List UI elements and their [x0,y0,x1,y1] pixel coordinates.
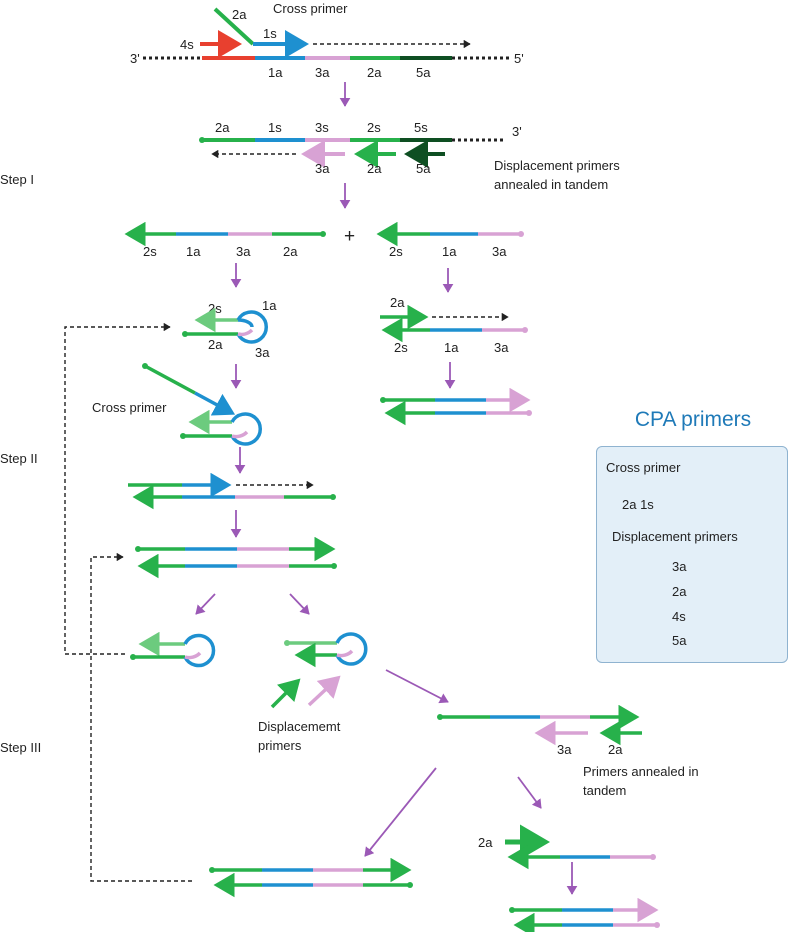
flow-arrow [385,669,449,704]
label-displacement-tandem-1: Displacement primers [494,158,620,173]
label-2a: 2a [283,244,298,259]
step3-duplex: 3a 2a Primers annealed in tandem [437,704,699,798]
stem-loop-3 [284,632,368,668]
step1-label: Step I [0,172,34,187]
flow-arrow [517,776,542,809]
label-2s: 2s [394,340,408,355]
label-1a: 1a [444,340,459,355]
label-2s: 2s [389,244,403,259]
legend-cross-primer-label: 2a 1s [622,497,654,512]
label-2a: 2a [215,120,230,135]
label-primers-tandem-1: Primers annealed in [583,764,699,779]
label-cross-primer-mid: Cross primer [92,400,167,415]
label-1a: 1a [186,244,201,259]
label-displacemet-primers-2: primers [258,738,302,753]
step1-duplex: 2a 1s 3s 2s 5s 3' 3a 2a 5a Displacement … [199,120,620,192]
right-branch-extension: 2a 2s 1a 3a [380,295,528,355]
step2-label: Step II [0,451,38,466]
legend-item-3a: 3a [672,559,687,574]
stem-loop-2 [130,631,216,668]
label-3a: 3a [255,345,270,360]
label-2s: 2s [367,120,381,135]
released-strand-left: 2s 1a 3a 2a [124,221,326,259]
label-3a: 3a [492,244,507,259]
top-template: 2a Cross primer 1s 4s 3' 5' 1a 3a 2a 5a [130,1,524,80]
label-2a: 2a [232,7,247,22]
label-1a: 1a [442,244,457,259]
label-4s: 4s [180,37,194,52]
legend-item-2a: 2a [672,584,687,599]
cross-primer-binding: Cross primer [92,363,262,446]
legend-displacement-heading: Displacement primers [612,529,738,544]
bottom-duplex-right [509,897,660,932]
label-3a: 3a [236,244,251,259]
legend-item-4s: 4s [672,609,686,624]
displacement-primer-green-arrow [270,678,301,709]
cross-primer-2a-tail [213,7,255,46]
label-2s: 2s [143,244,157,259]
flow-arrow [195,593,216,615]
flow-arrow [364,767,437,857]
label-2a: 2a [390,295,405,310]
full-duplex-mid [135,536,337,579]
label-displacement-tandem-2: annealed in tandem [494,177,608,192]
label-3a: 3a [557,742,572,757]
step3-label: Step III [0,740,41,755]
legend-box [596,446,788,663]
recycle-connectors [64,322,192,882]
label-2a: 2a [208,337,223,352]
label-2a: 2a [367,161,382,176]
label-5s: 5s [414,120,428,135]
label-3a: 3a [315,161,330,176]
released-strand-right: 2s 1a 3a [376,221,524,259]
label-2a: 2a [608,742,623,757]
label-displacemet-primers-1: Displacememt [258,719,341,734]
extension-duplex [128,472,336,510]
label-3prime: 3' [512,124,522,139]
label-2s: 2s [208,301,222,316]
bottom-right-branch: 2a [478,824,656,870]
legend-cross-primer-heading: Cross primer [606,460,681,475]
bottom-duplex-left [209,857,413,898]
label-3a: 3a [315,65,330,80]
label-3a: 3a [494,340,509,355]
label-cross-primer-top: Cross primer [273,1,348,16]
plus-sign: + [344,226,355,247]
label-2a: 2a [478,835,493,850]
legend-item-5a: 5a [672,633,687,648]
label-3prime: 3' [130,51,140,66]
flow-arrow [289,593,310,615]
label-1a: 1a [268,65,283,80]
label-1s: 1s [268,120,282,135]
label-5prime: 5' [514,51,524,66]
label-1s: 1s [263,26,277,41]
label-1a: 1a [262,298,277,313]
label-2a: 2a [367,65,382,80]
right-branch-duplex [380,387,532,426]
label-primers-tandem-2: tandem [583,783,626,798]
label-3s: 3s [315,120,329,135]
stem-loop-1: 2s 1a 2a 3a [182,298,277,360]
legend-title: CPA primers [634,408,752,431]
label-5a: 5a [416,161,431,176]
label-5a: 5a [416,65,431,80]
displacement-primer-pink-arrow [307,675,341,707]
